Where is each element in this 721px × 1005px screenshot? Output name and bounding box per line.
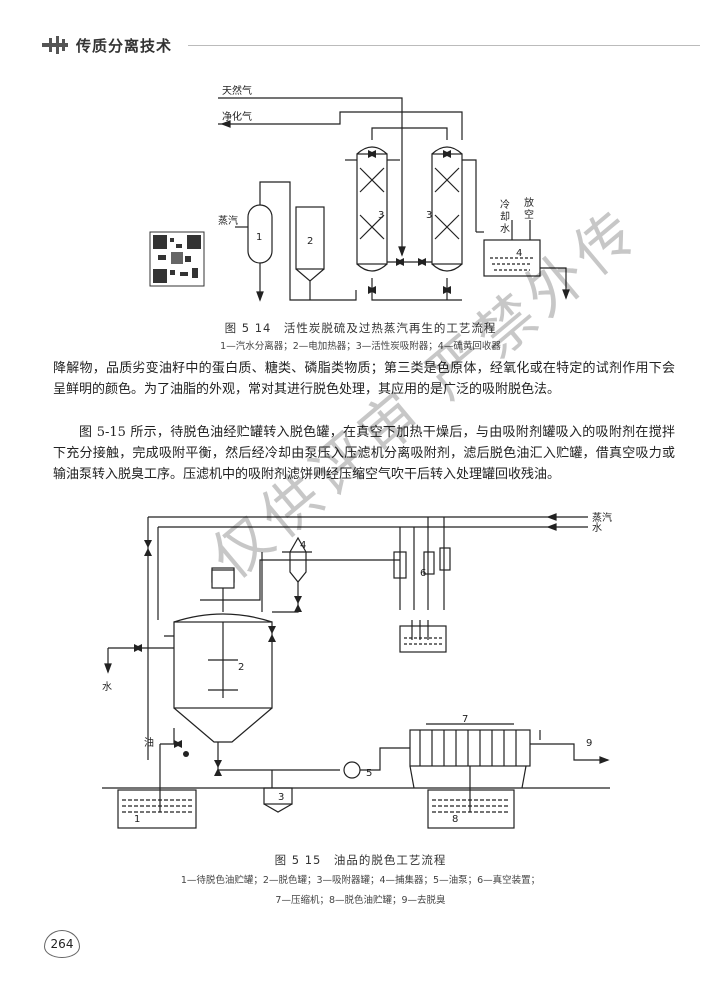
figure-5-15-legend-line1: 1—待脱色油贮罐；2—脱色罐；3—吸附器罐；4—捕集器；5—油泵；6—真空装置； [180,875,541,886]
label-515-n2: 2 [238,662,244,673]
figure-5-14-diagram: 天然气 净化气 蒸汽 冷 却 水 放 空 1 2 3 3 4 [149,84,570,302]
section-logo-icon [42,36,68,54]
label-vent-2: 空 [524,208,534,221]
label-515-n1: 1 [134,814,140,825]
label-515-n6: 6 [420,568,426,579]
label-n3a: 3 [378,210,384,221]
label-515-n3: 3 [278,792,284,803]
label-steam: 蒸汽 [218,214,238,227]
label-515-n7: 7 [462,714,468,725]
label-n1: 1 [256,232,262,243]
figure-5-15-diagram: 蒸汽 水 水 油 1 2 3 4 5 6 7 8 9 [102,511,612,829]
running-header: 传质分离技术 [20,34,700,58]
label-515-n5: 5 [366,768,372,779]
paragraph-2: 图 5-15 所示，待脱色油经贮罐转入脱色罐，在真空下加热干燥后，与由吸附剂罐吸… [53,425,675,482]
label-515-n4: 4 [300,540,306,551]
label-cooling-water-3: 水 [500,223,510,235]
figure-5-15-legend-line2: 7—压缩机；8—脱色油贮罐；9—去脱臭 [275,895,446,906]
label-n2: 2 [307,236,313,247]
label-cooling-water-2: 却 [500,211,510,223]
label-n4: 4 [516,248,522,259]
qr-code-icon [149,231,205,287]
label-n3b: 3 [426,210,432,221]
label-natural-gas: 天然气 [222,84,252,97]
label-cooling-water-1: 冷 [500,198,510,211]
label-vent-1: 放 [524,196,534,209]
header-title: 传质分离技术 [76,37,173,55]
paragraph-1: 降解物，品质劣变油籽中的蛋白质、糖类、磷脂类物质；第三类是色原体，经氧化或在特定… [53,361,675,397]
figure-5-14-caption: 图 5 14 活性炭脱硫及过热蒸汽再生的工艺流程 [224,321,497,335]
header-rule [188,45,700,46]
label-oil: 油 [144,736,154,749]
label-515-n8: 8 [452,814,458,825]
label-515-n9: 9 [586,738,592,749]
figure-5-14-legend: 1—汽水分离器；2—电加热器；3—活性炭吸附器；4—硫黄回收器 [220,341,501,352]
label-water-left: 水 [102,681,112,693]
label-steam-515: 蒸汽 [592,511,612,524]
label-purified-gas: 净化气 [222,110,252,123]
figure-5-15-caption: 图 5 15 油品的脱色工艺流程 [274,853,447,867]
page-number: 264 [44,930,80,958]
label-water-top: 水 [592,522,602,534]
